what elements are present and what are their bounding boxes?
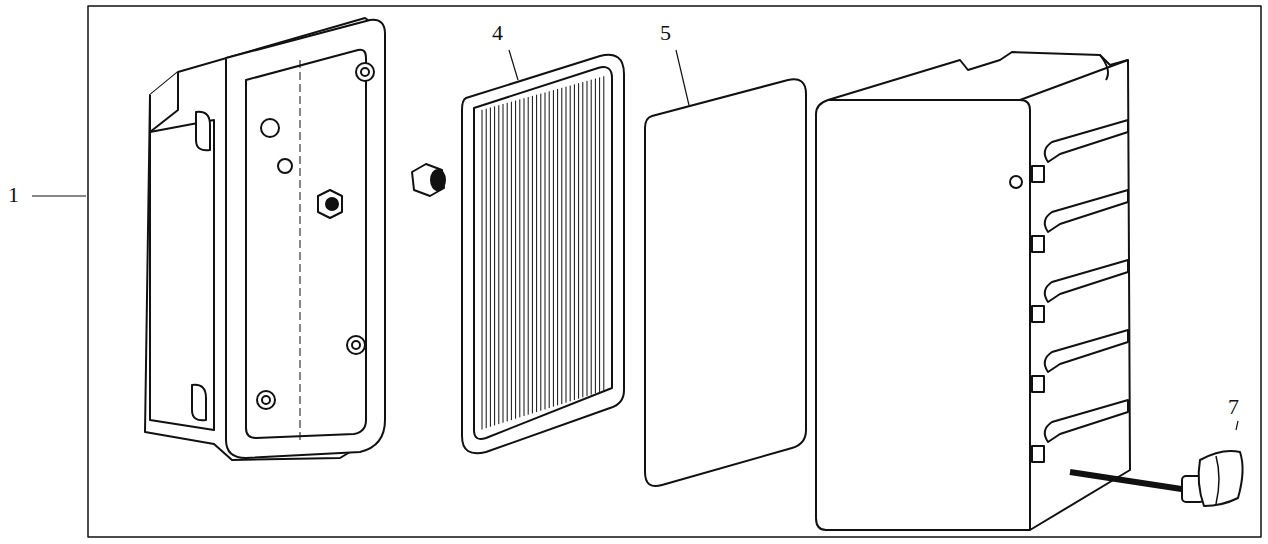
pleat-line — [603, 76, 604, 390]
pleat-line — [549, 91, 550, 408]
cover-rib — [1045, 190, 1128, 232]
cover-slot — [1032, 446, 1044, 462]
pleat-line — [557, 89, 558, 405]
pleat-line — [498, 105, 499, 424]
pleat-line — [582, 82, 583, 397]
pleat-line — [507, 103, 508, 422]
filter-cover — [816, 52, 1130, 530]
pleat-line — [591, 80, 592, 395]
leader-line — [32, 195, 86, 196]
pleat-line — [524, 98, 525, 416]
filter-base — [145, 18, 385, 460]
cover-slot — [1032, 376, 1044, 392]
pleat-line — [545, 92, 546, 409]
foam-prefilter — [645, 79, 806, 486]
cover-slot — [1032, 306, 1044, 322]
cover-rib — [1045, 120, 1128, 162]
pleat-line — [528, 97, 529, 415]
pleat-line — [587, 81, 588, 396]
pleat-line — [553, 90, 554, 407]
hex-nut — [412, 164, 445, 196]
cover-slot — [1032, 166, 1044, 182]
pleat-line — [561, 88, 562, 404]
pleat-line — [519, 99, 520, 417]
callout-number: 7 — [1228, 396, 1239, 418]
leader-line — [509, 50, 518, 80]
callout-number: 5 — [660, 22, 671, 44]
pleat-line — [494, 106, 495, 425]
callout-number: 4 — [492, 22, 503, 44]
leader-line — [1236, 421, 1238, 430]
pleat-line — [482, 110, 483, 430]
pleat-line — [566, 87, 567, 403]
pleat-line — [490, 107, 491, 426]
pleat-line — [503, 104, 504, 423]
frame-border — [88, 6, 1261, 537]
cover-rib — [1045, 400, 1128, 442]
cover-rib — [1045, 260, 1128, 302]
paper-filter — [462, 55, 624, 453]
pleat-line — [511, 102, 512, 420]
pleat-line — [570, 86, 571, 402]
pleat-line — [595, 79, 596, 394]
cover-rib — [1045, 330, 1128, 372]
pleat-line — [532, 96, 533, 413]
pleat-line — [599, 77, 600, 392]
pleat-line — [515, 101, 516, 419]
cover-slot — [1032, 236, 1044, 252]
pleat-line — [540, 94, 541, 411]
callout-number: 1 — [8, 184, 19, 206]
knob-screw — [1070, 451, 1243, 506]
pleat-line — [536, 95, 537, 412]
pleat-line — [574, 84, 575, 400]
pleat-line — [486, 109, 487, 428]
pleat-line — [578, 83, 579, 398]
